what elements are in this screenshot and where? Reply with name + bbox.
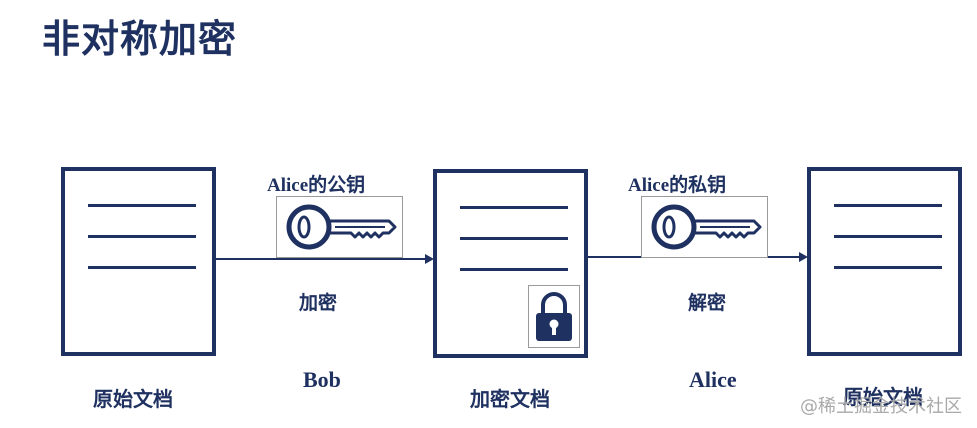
text-line [460, 206, 568, 209]
encrypt-label: 加密 [299, 292, 338, 314]
watermark: @稀土掘金技术社区 [800, 396, 962, 417]
text-line [460, 237, 568, 240]
encrypt-arrow [216, 254, 434, 264]
lock-box [528, 285, 580, 348]
private-key-box [641, 196, 768, 258]
public-key-label: Alice的公钥 [267, 175, 366, 196]
caption-original-left: 原始文档 [93, 387, 173, 411]
page-title: 非对称加密 [42, 17, 238, 61]
caption-encrypted: 加密文档 [470, 387, 550, 411]
key-icon [286, 204, 397, 250]
caption-original-right: 原始文档 [843, 385, 923, 409]
private-key-label: Alice的私钥 [628, 175, 727, 196]
original-document-right [807, 167, 962, 356]
actor-alice: Alice [689, 367, 737, 392]
decrypt-label: 解密 [688, 292, 727, 314]
text-line [88, 266, 196, 269]
lock-icon [536, 292, 572, 341]
key-icon [651, 204, 762, 250]
original-document-left [61, 167, 216, 356]
text-line [834, 235, 942, 238]
text-line [460, 268, 568, 271]
text-line [88, 204, 196, 207]
text-line [834, 266, 942, 269]
text-line [88, 235, 196, 238]
public-key-box [276, 196, 403, 258]
actor-bob: Bob [303, 367, 341, 392]
text-line [834, 204, 942, 207]
